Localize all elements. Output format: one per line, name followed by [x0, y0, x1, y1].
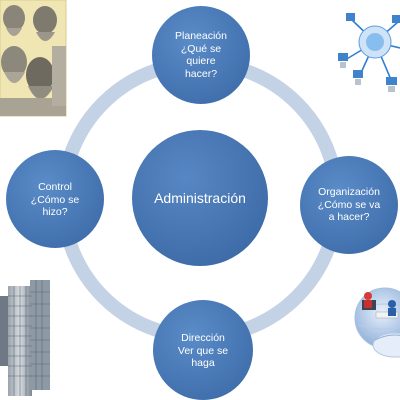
- node-organizacion-line-2: ¿Cómo se va: [317, 198, 381, 211]
- office-workers-globe-image: [354, 287, 400, 358]
- node-direccion-line-3: haga: [191, 357, 215, 370]
- node-control-line-3: hizo?: [42, 206, 68, 219]
- node-control: Control ¿Cómo se hizo?: [12, 175, 98, 225]
- node-direccion-line-2: Ver que se: [177, 344, 229, 357]
- philosophers-busts-image: [0, 0, 67, 117]
- node-organizacion: Organización ¿Cómo se va a hacer?: [304, 180, 394, 230]
- center-node: Administración: [132, 178, 268, 218]
- node-direccion-title: Dirección: [181, 332, 225, 345]
- office-buildings-image: [0, 280, 50, 396]
- node-circle-organizacion: [300, 156, 398, 254]
- node-planeacion-title: Planeación: [175, 30, 227, 42]
- node-planeacion: Planeación ¿Qué se quiere hacer?: [158, 22, 244, 88]
- node-circle-direccion: [153, 300, 253, 400]
- center-label: Administración: [154, 190, 246, 206]
- node-direccion: Dirección Ver que se haga: [160, 326, 246, 376]
- node-circle-planeacion: [152, 6, 250, 104]
- node-organizacion-line-3: a hacer?: [328, 211, 370, 224]
- node-planeacion-line-3: quiere: [186, 55, 216, 67]
- network-diagram-image: [338, 13, 400, 92]
- node-organizacion-title: Organización: [318, 186, 380, 199]
- node-control-line-2: ¿Cómo se: [30, 193, 80, 206]
- node-control-title: Control: [38, 181, 72, 194]
- center-circle: [132, 130, 268, 266]
- node-planeacion-line-2: ¿Qué se: [180, 42, 222, 55]
- node-circle-control: [6, 150, 104, 248]
- node-planeacion-line-4: hacer?: [184, 67, 218, 80]
